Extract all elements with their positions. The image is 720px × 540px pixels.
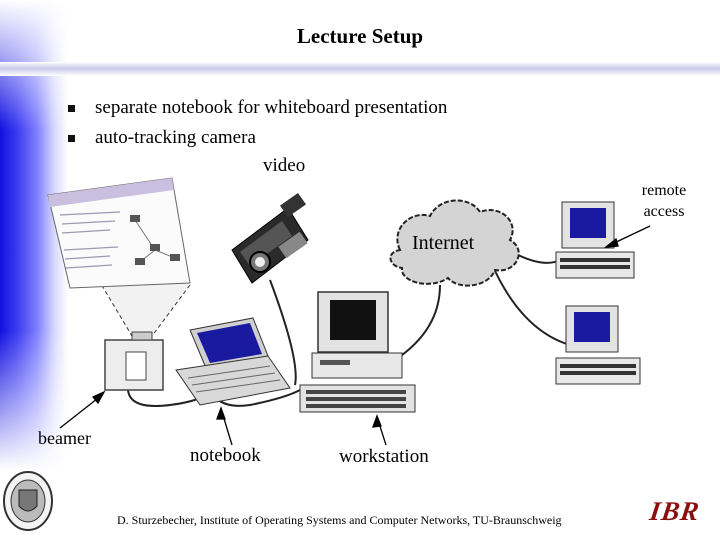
slide-title: Lecture Setup xyxy=(296,24,424,48)
bullet-marker-icon xyxy=(68,104,75,112)
video-camera-icon xyxy=(231,192,309,284)
notebook-label: notebook xyxy=(190,445,261,466)
projected-slide-icon xyxy=(47,177,191,289)
bullet-item: separate notebook for whiteboard present… xyxy=(68,93,447,123)
video-label: video xyxy=(263,155,306,176)
internet-label: Internet xyxy=(412,232,475,254)
laptop-icon xyxy=(175,317,291,406)
bullet-text: separate notebook for whiteboard present… xyxy=(95,97,448,118)
bullet-item: auto-tracking camera xyxy=(68,123,447,153)
internet-pc2-cable xyxy=(489,259,571,346)
remote-access-label: remote access xyxy=(632,180,696,222)
pointer-arrows xyxy=(59,225,651,446)
workstation-icon xyxy=(299,291,416,413)
remote-pc-icon-1 xyxy=(555,201,635,279)
beamer-icon xyxy=(104,331,164,391)
workstation-internet-cable xyxy=(394,284,441,361)
university-seal-icon xyxy=(3,471,53,531)
remote-pc-icon-2 xyxy=(555,305,641,385)
camera-cable xyxy=(269,279,297,386)
title-rule xyxy=(0,62,720,76)
footer-credit: D. Sturzebecher, Institute of Operating … xyxy=(117,513,562,527)
remote-access-line-2: access xyxy=(643,203,685,220)
ibr-logo: IBR xyxy=(647,496,702,526)
workstation-label: workstation xyxy=(339,446,429,467)
sidebar-bottom-fade xyxy=(0,330,68,470)
beamer-label: beamer xyxy=(38,428,91,448)
internet-cloud-icon xyxy=(389,199,520,287)
remote-access-line-1: remote xyxy=(641,182,687,199)
bullet-marker-icon xyxy=(68,134,75,142)
bullet-text: auto-tracking camera xyxy=(95,127,256,148)
bullet-list: separate notebook for whiteboard present… xyxy=(68,93,447,153)
